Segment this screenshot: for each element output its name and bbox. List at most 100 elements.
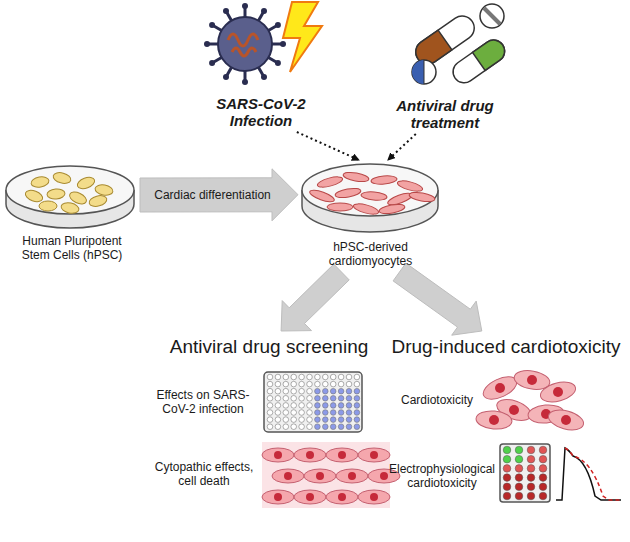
infected-cell (272, 469, 304, 483)
well (315, 417, 321, 423)
well (323, 424, 329, 430)
well (323, 388, 329, 394)
cell-nucleus (509, 405, 519, 415)
well (539, 483, 547, 491)
virus-spike (261, 74, 267, 80)
well (330, 424, 336, 430)
well (291, 381, 297, 387)
cell-nucleus (274, 493, 282, 501)
well (315, 403, 321, 409)
cardiomyocyte (396, 179, 423, 193)
well (515, 474, 523, 482)
cardiomyocyte (343, 171, 370, 183)
well (330, 417, 336, 423)
well (338, 417, 344, 423)
well (315, 388, 321, 394)
well (354, 388, 360, 394)
well (330, 396, 336, 402)
infected-cell (294, 448, 326, 462)
cell-nucleus (338, 493, 346, 501)
well (267, 388, 273, 394)
dotted-arrow (297, 132, 359, 160)
figure-group: SARS-CoV-2 Infection (205, 2, 317, 132)
well (275, 374, 281, 380)
well (527, 465, 535, 473)
well (299, 403, 305, 409)
well (503, 455, 511, 463)
stem-cell (30, 176, 49, 189)
caption-text: Effects on SARS-CoV-2 infection (146, 389, 260, 417)
well (275, 410, 281, 416)
well (283, 424, 289, 430)
figure-label: Antiviral drug treatment (380, 97, 510, 132)
section-heading: Drug-induced cardiotoxicity (385, 331, 627, 363)
well (267, 417, 273, 423)
well (330, 381, 336, 387)
well (267, 410, 273, 416)
well (299, 396, 305, 402)
virus-icon (204, 3, 286, 85)
stem-cell (94, 184, 113, 197)
well (291, 403, 297, 409)
heading-text: Antiviral drug screening (170, 336, 369, 358)
infected-cell (262, 490, 294, 504)
well (346, 424, 352, 430)
well (527, 483, 535, 491)
virus-spike (242, 3, 248, 9)
dotted-arrow (388, 134, 416, 160)
infected-cell (326, 490, 358, 504)
figure-label: SARS-CoV-2 Infection (209, 95, 313, 130)
figure-group: Antiviral drug treatment (372, 2, 518, 134)
well (275, 388, 281, 394)
figure-group: hPSC-derived cardiomyocytes (298, 160, 443, 272)
well (330, 388, 336, 394)
well (299, 424, 305, 430)
well (267, 424, 273, 430)
lightning-bolt (283, 2, 322, 72)
well (338, 410, 344, 416)
well-plate (500, 444, 550, 502)
well (307, 396, 313, 402)
heading-text: Drug-induced cardiotoxicity (391, 336, 620, 358)
infected-cell (358, 490, 390, 504)
well (291, 396, 297, 402)
well (283, 388, 289, 394)
virus-spike (204, 41, 210, 47)
well (307, 403, 313, 409)
block-arrow (393, 263, 482, 335)
well (539, 455, 547, 463)
well (299, 381, 305, 387)
infected-cell (304, 469, 336, 483)
cell-layer (475, 368, 585, 433)
well (299, 417, 305, 423)
well (283, 396, 289, 402)
well (330, 403, 336, 409)
cardiomyocyte (327, 203, 353, 211)
cell-nucleus (370, 493, 378, 501)
cardiomyocyte (546, 407, 585, 434)
block-arrow (281, 264, 349, 331)
well (291, 374, 297, 380)
stem-cell (52, 171, 72, 185)
stem-cell (39, 201, 57, 211)
cardiomyocyte (371, 175, 398, 185)
well (354, 417, 360, 423)
well (323, 403, 329, 409)
well (275, 381, 281, 387)
stem-cell (88, 194, 108, 208)
well (354, 381, 360, 387)
cardiomyocyte (379, 203, 406, 215)
well-plate (264, 372, 362, 432)
well (291, 410, 297, 416)
petri-dish (302, 164, 438, 232)
cardiomyocyte (352, 202, 379, 216)
well (346, 388, 352, 394)
infected-cell (294, 490, 326, 504)
stem-cell (47, 188, 66, 200)
well (315, 410, 321, 416)
well (354, 403, 360, 409)
cardiomyocyte (335, 187, 362, 199)
well (539, 492, 547, 500)
